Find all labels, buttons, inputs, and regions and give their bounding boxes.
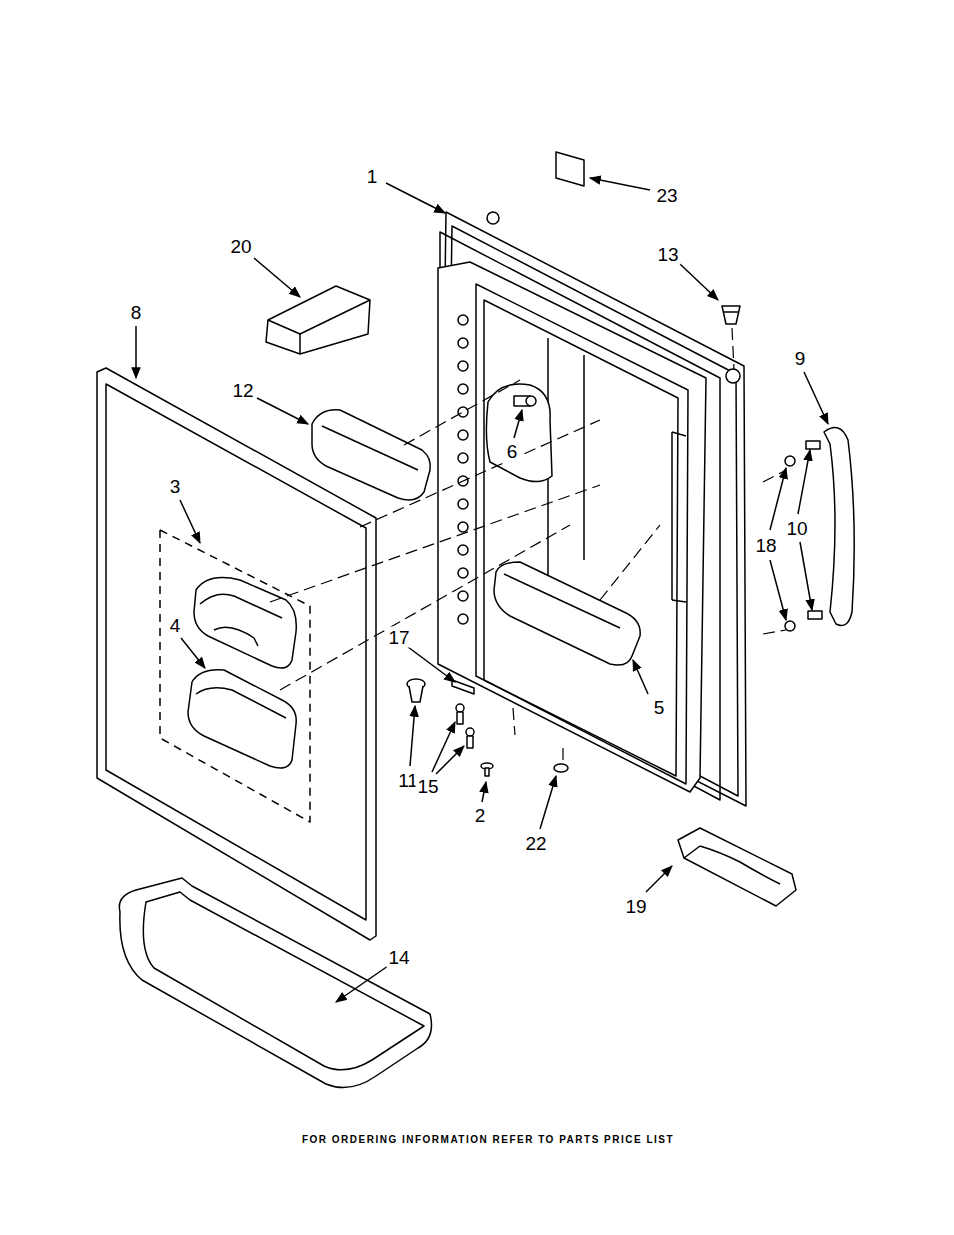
callout-number: 14 bbox=[386, 947, 411, 968]
callout-number: 15 bbox=[415, 776, 440, 797]
callout-number: 17 bbox=[386, 627, 411, 648]
callout-number: 6 bbox=[505, 441, 520, 462]
callout-number: 10 bbox=[784, 518, 809, 539]
callout-number: 5 bbox=[652, 697, 667, 718]
callout-number: 22 bbox=[523, 833, 548, 854]
callout-number: 1 bbox=[365, 166, 380, 187]
callout-number: 9 bbox=[793, 348, 808, 369]
callout-number: 4 bbox=[168, 615, 183, 636]
callout-number: 8 bbox=[129, 302, 144, 323]
callout-number: 23 bbox=[654, 185, 679, 206]
callout-number: 20 bbox=[228, 236, 253, 257]
ordering-note: FOR ORDERING INFORMATION REFER TO PARTS … bbox=[302, 1134, 674, 1145]
callout-number: 12 bbox=[230, 380, 255, 401]
callout-number: 3 bbox=[168, 476, 183, 497]
callout-number: 2 bbox=[473, 805, 488, 826]
callout-number: 19 bbox=[623, 896, 648, 917]
callout-number: 18 bbox=[753, 535, 778, 556]
callout-number: 13 bbox=[655, 244, 680, 265]
